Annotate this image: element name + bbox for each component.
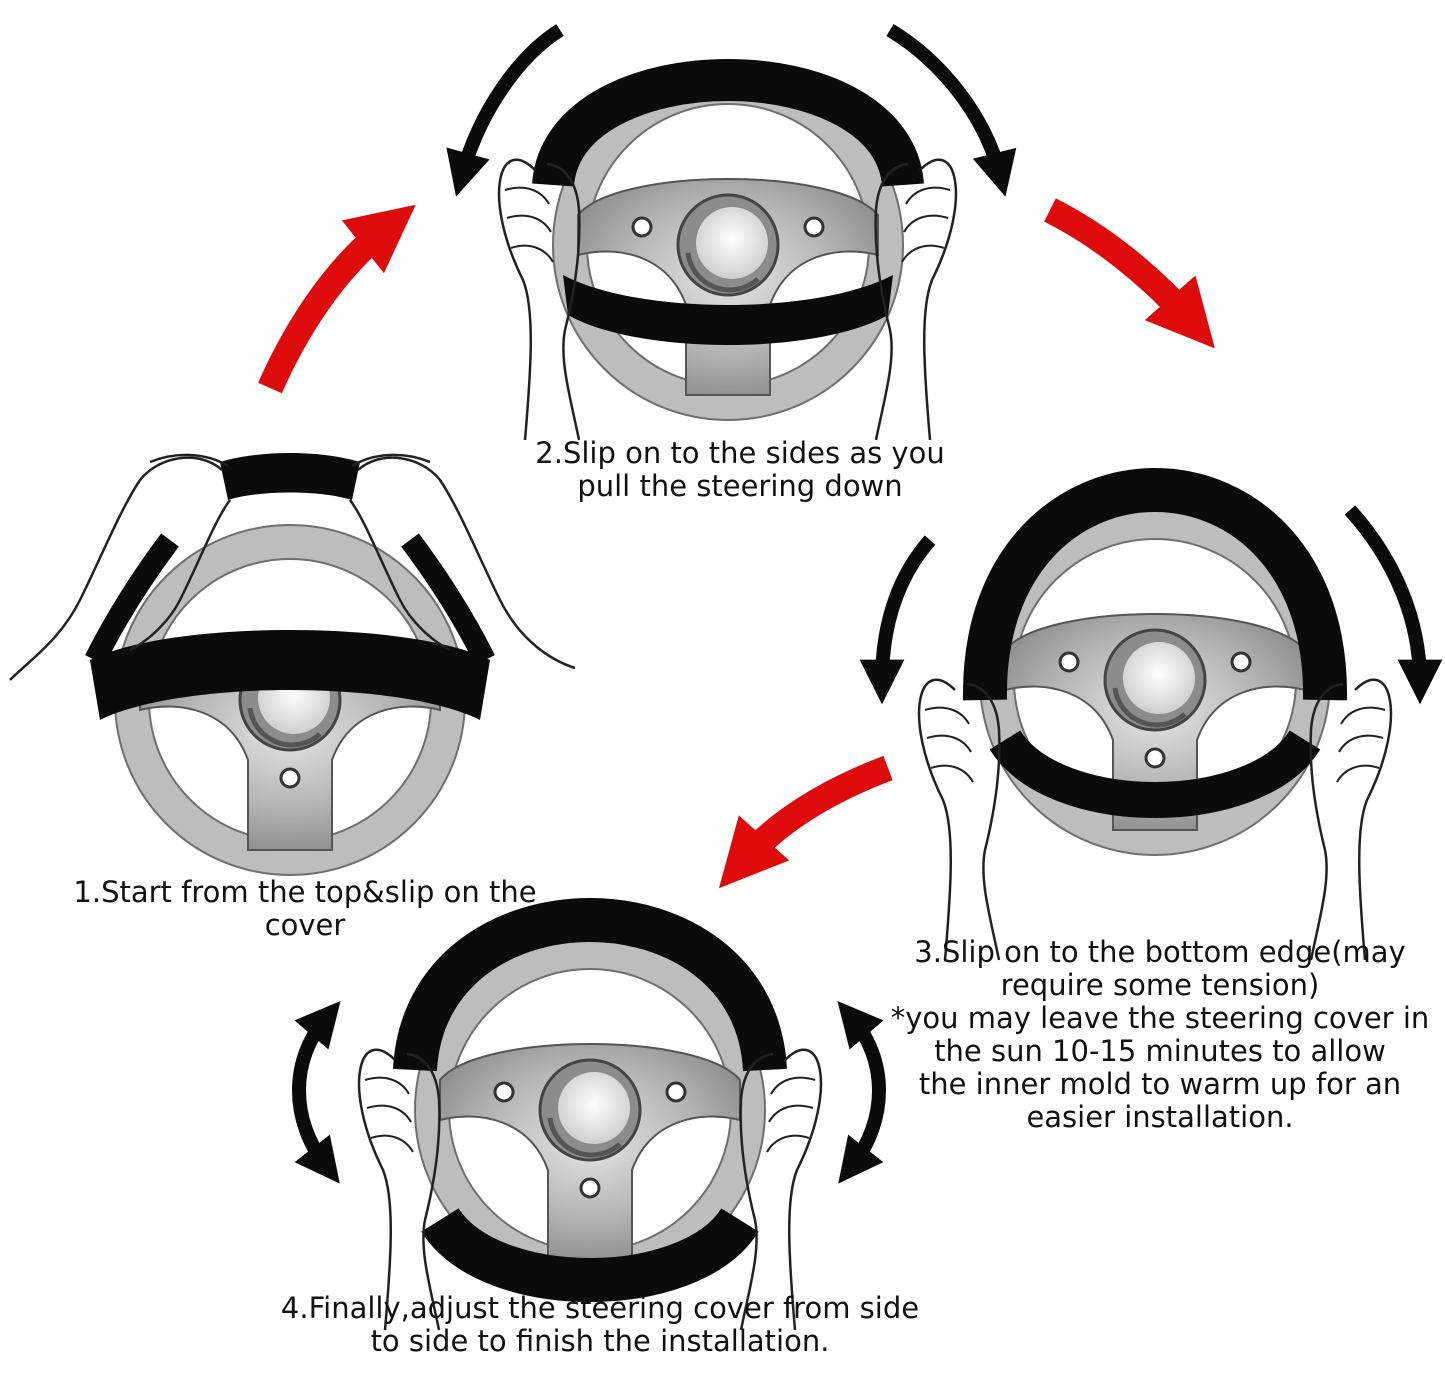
caption-line: 1.Start from the top&slip on the <box>73 875 537 909</box>
steering-wheel-icon <box>393 898 787 1285</box>
steering-wheel-icon <box>85 453 495 875</box>
caption-line: the sun 10-15 minutes to allow <box>934 1034 1386 1068</box>
red-flow-arrow-icon <box>1044 198 1215 349</box>
caption-line: to side to finish the installation. <box>370 1324 830 1358</box>
double-headed-arrow-icon <box>292 1000 341 1184</box>
caption-line: *you may leave the steering cover in <box>890 1001 1430 1035</box>
hand-icon <box>9 453 232 681</box>
black-curved-arrow-icon <box>886 23 1017 197</box>
step-4-caption: 4.Finally,adjust the steering cover from… <box>250 1292 950 1358</box>
caption-line: 3.Slip on to the bottom edge(may <box>914 935 1406 969</box>
steering-wheel-icon <box>532 70 924 420</box>
hand-icon <box>348 453 576 670</box>
caption-line: easier installation. <box>1026 1100 1294 1134</box>
black-curved-arrow-icon <box>446 24 564 197</box>
steering-wheel-icon <box>962 468 1348 855</box>
caption-line: 2.Slip on to the sides as you <box>535 436 945 470</box>
caption-line: the inner mold to warm up for an <box>918 1067 1402 1101</box>
red-flow-arrow-icon <box>258 204 416 394</box>
caption-line: cover <box>264 908 346 942</box>
black-curved-arrow-icon <box>859 535 936 705</box>
step-1-caption: 1.Start from the top&slip on the cover <box>40 876 570 942</box>
red-flow-arrow-icon <box>718 755 893 889</box>
black-curved-arrow-icon <box>1344 505 1443 705</box>
step-2-caption: 2.Slip on to the sides as you pull the s… <box>490 437 990 503</box>
caption-line: 4.Finally,adjust the steering cover from… <box>280 1291 920 1325</box>
double-headed-arrow-icon <box>837 1000 886 1184</box>
step-3-caption: 3.Slip on to the bottom edge(may require… <box>885 936 1435 1134</box>
caption-line: require some tension) <box>1000 968 1320 1002</box>
caption-line: pull the steering down <box>577 469 903 503</box>
